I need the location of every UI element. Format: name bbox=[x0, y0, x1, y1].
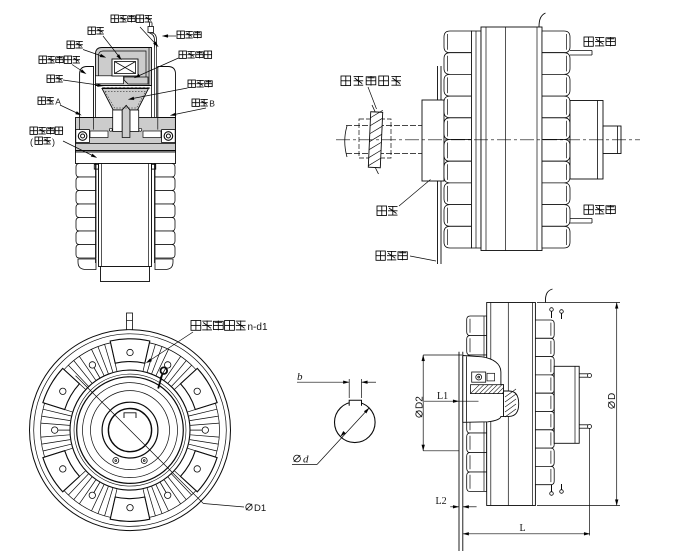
svg-text:d: d bbox=[303, 454, 309, 466]
svg-text:b: b bbox=[297, 371, 303, 383]
svg-text:B: B bbox=[209, 99, 215, 109]
svg-text:D2: D2 bbox=[415, 396, 426, 409]
svg-text:L2: L2 bbox=[436, 496, 447, 507]
svg-text:): ) bbox=[52, 137, 55, 147]
svg-text:A: A bbox=[55, 97, 61, 107]
svg-text:D1: D1 bbox=[254, 503, 266, 514]
svg-text:n-d1: n-d1 bbox=[248, 322, 268, 333]
svg-text:L: L bbox=[520, 523, 526, 534]
svg-text:(: ( bbox=[30, 137, 33, 147]
svg-text:L1: L1 bbox=[437, 391, 448, 402]
svg-text:D: D bbox=[607, 393, 618, 400]
